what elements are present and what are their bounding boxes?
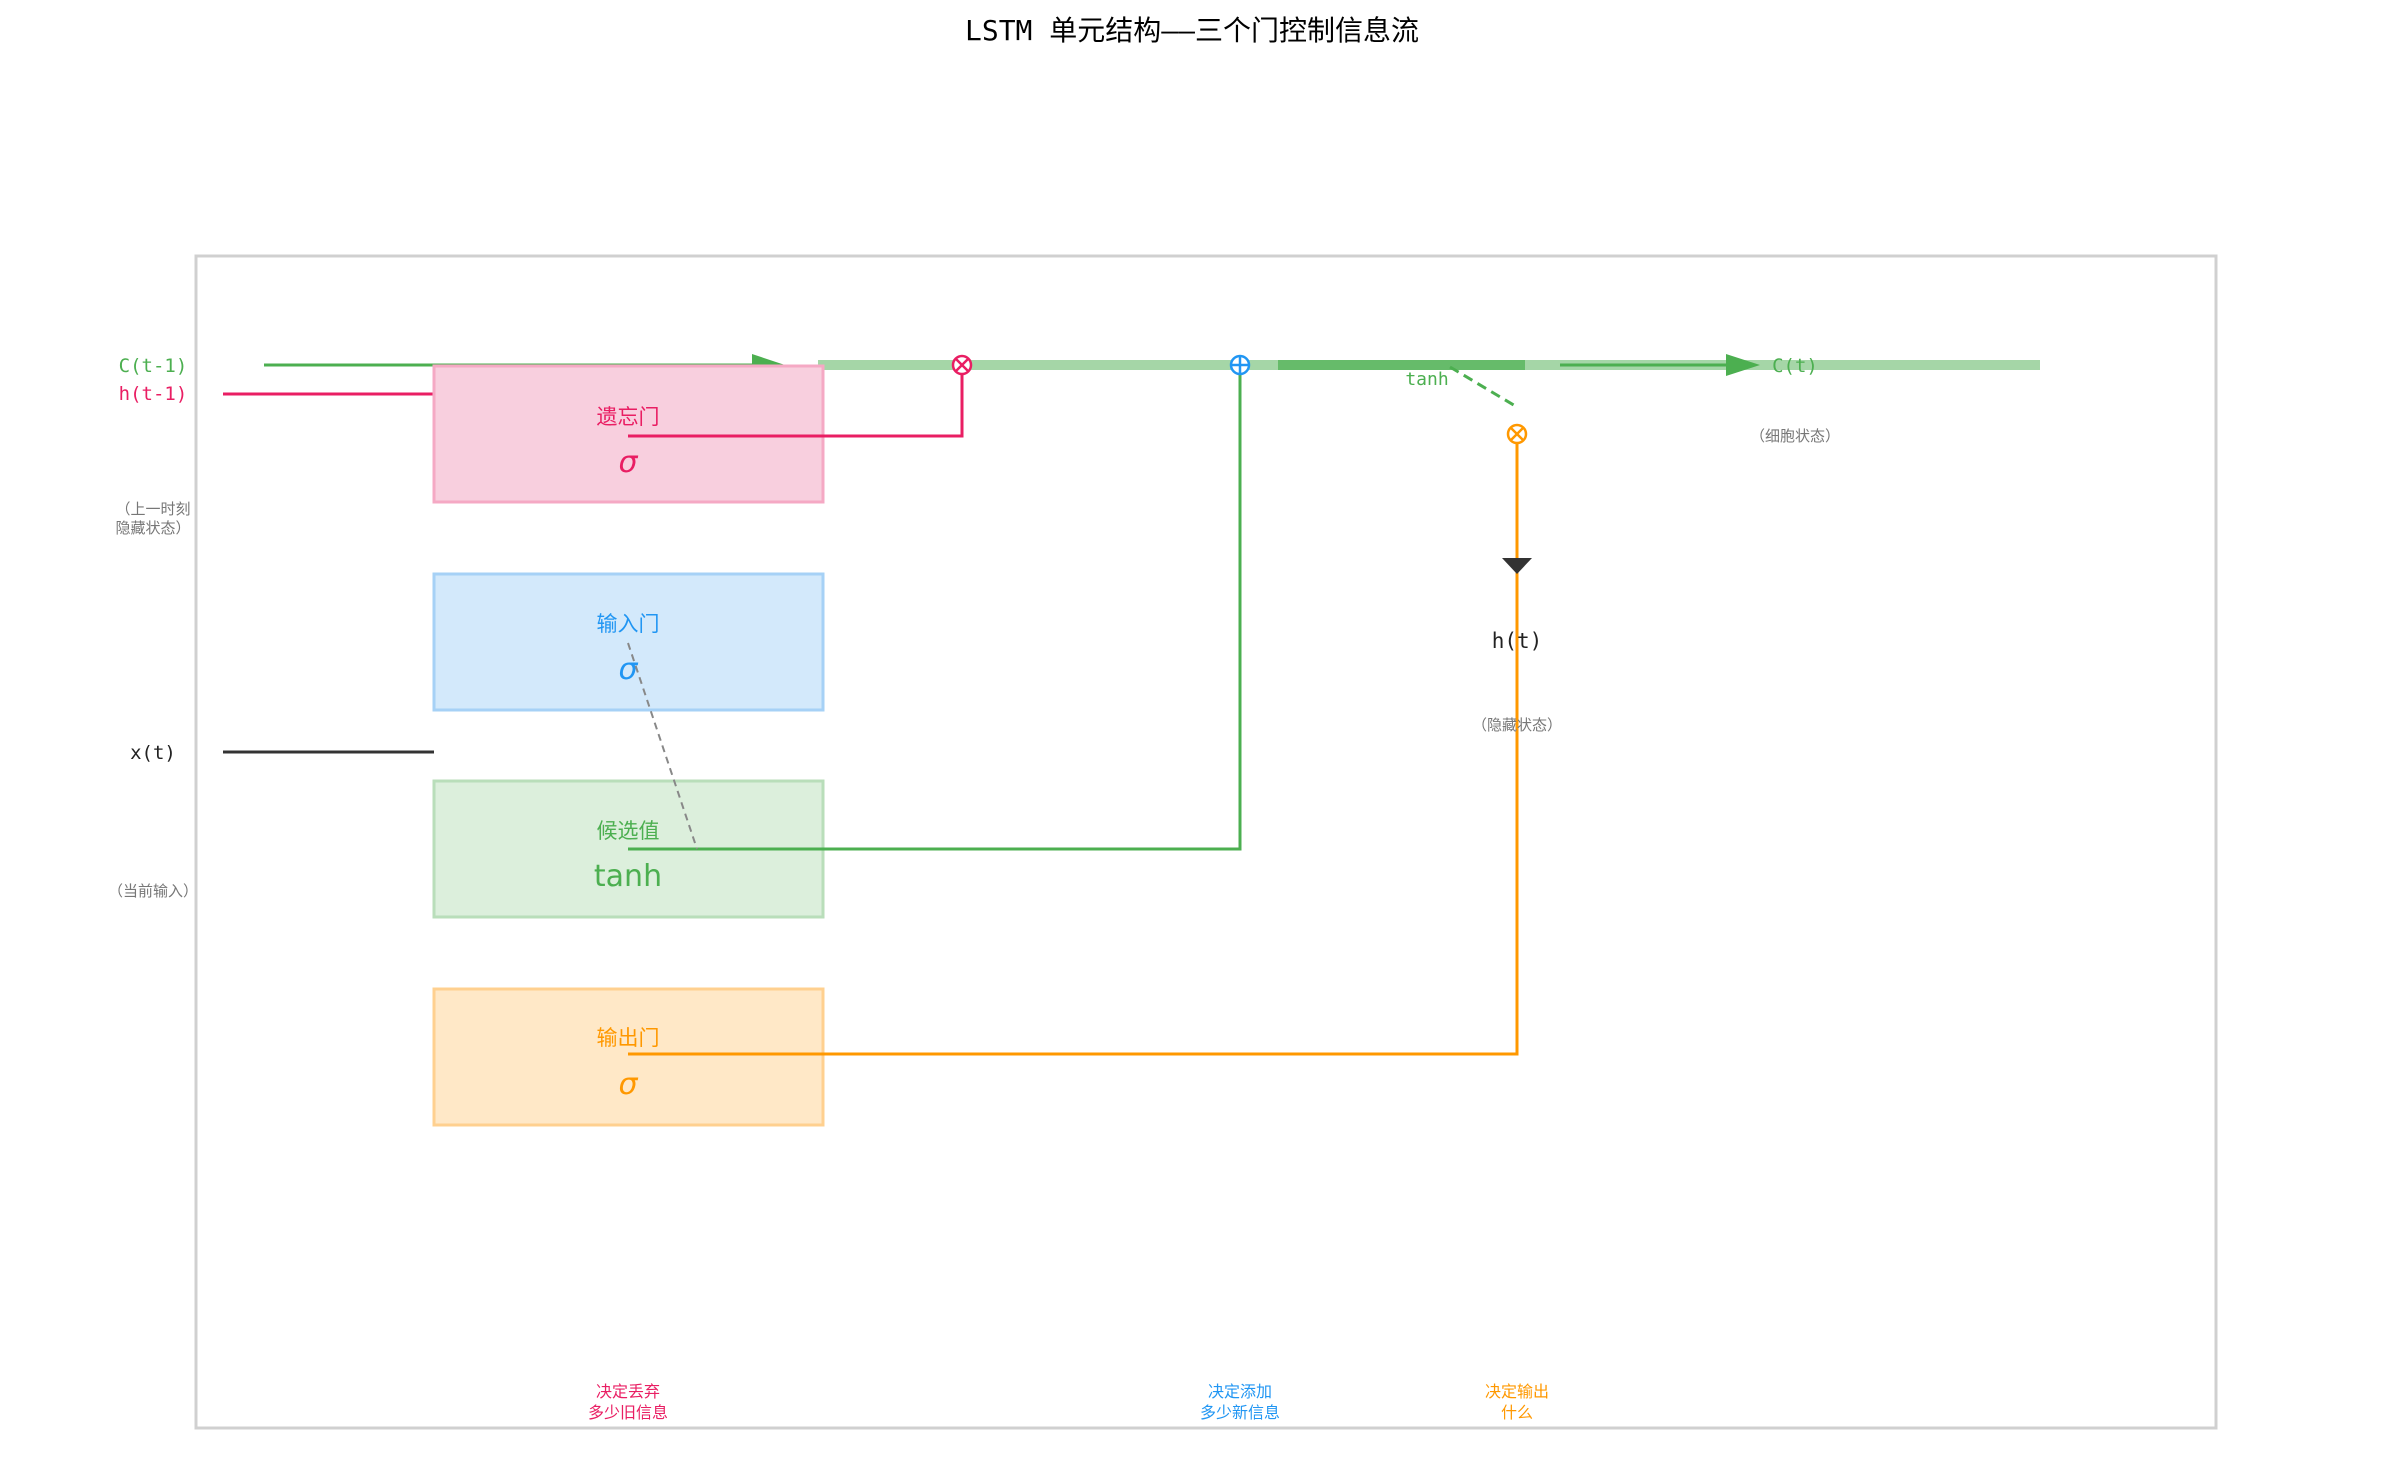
output-gate-path — [628, 434, 1519, 1056]
output-note-line2: 什么 — [1501, 1403, 1533, 1422]
c-out-note: （细胞状态） — [1750, 427, 1840, 445]
h-prev-note-line2: 隐藏状态） — [115, 519, 190, 537]
input-note-line1: 决定添加 — [1208, 1382, 1272, 1401]
input-gate-symbol: σ — [618, 652, 638, 687]
forget-note-line1: 决定丢弃 — [596, 1382, 660, 1401]
forget-gate-path — [628, 366, 964, 438]
h-prev-label: h(t-1) — [119, 383, 188, 405]
input-gate-box — [432, 572, 825, 712]
h-out-arrow-head — [1502, 558, 1532, 574]
output-multiply-icon — [1506, 423, 1528, 445]
output-gate-label: 输出门 — [597, 1026, 660, 1050]
h-out-note: （隐藏状态） — [1472, 716, 1562, 734]
input-note-line2: 多少新信息 — [1200, 1403, 1280, 1422]
input-candidate-link — [627, 642, 698, 850]
add-icon — [1229, 354, 1251, 376]
output-note-line1: 决定输出 — [1485, 1382, 1549, 1401]
h-prev-note-line1: （上一时刻 — [115, 500, 190, 518]
forget-multiply-icon — [951, 354, 973, 376]
forget-gate-symbol: σ — [618, 445, 638, 480]
c-out-label: C(t) — [1772, 355, 1818, 377]
c-out-arrow-head — [1726, 354, 1760, 376]
input-gate-label: 输入门 — [597, 612, 660, 636]
diagram-title: LSTM 单元结构——三个门控制信息流 — [965, 14, 1419, 47]
output-gate-symbol: σ — [618, 1067, 638, 1102]
output-gate-box — [432, 987, 825, 1127]
forget-gate-box — [432, 364, 825, 504]
candidate-path — [628, 366, 1242, 851]
c-prev-label: C(t-1) — [119, 355, 188, 377]
tanh-label: tanh — [1405, 369, 1448, 390]
forget-gate-label: 遗忘门 — [597, 405, 660, 429]
candidate-symbol: tanh — [594, 859, 662, 894]
h-out-label: h(t) — [1492, 629, 1543, 653]
x-note: （当前输入） — [108, 882, 198, 900]
tanh-link — [1449, 365, 1518, 409]
candidate-label: 候选值 — [597, 819, 660, 843]
forget-note-line2: 多少旧信息 — [588, 1403, 668, 1422]
cell-frame — [194, 254, 2218, 1430]
x-label: x(t) — [130, 742, 176, 764]
